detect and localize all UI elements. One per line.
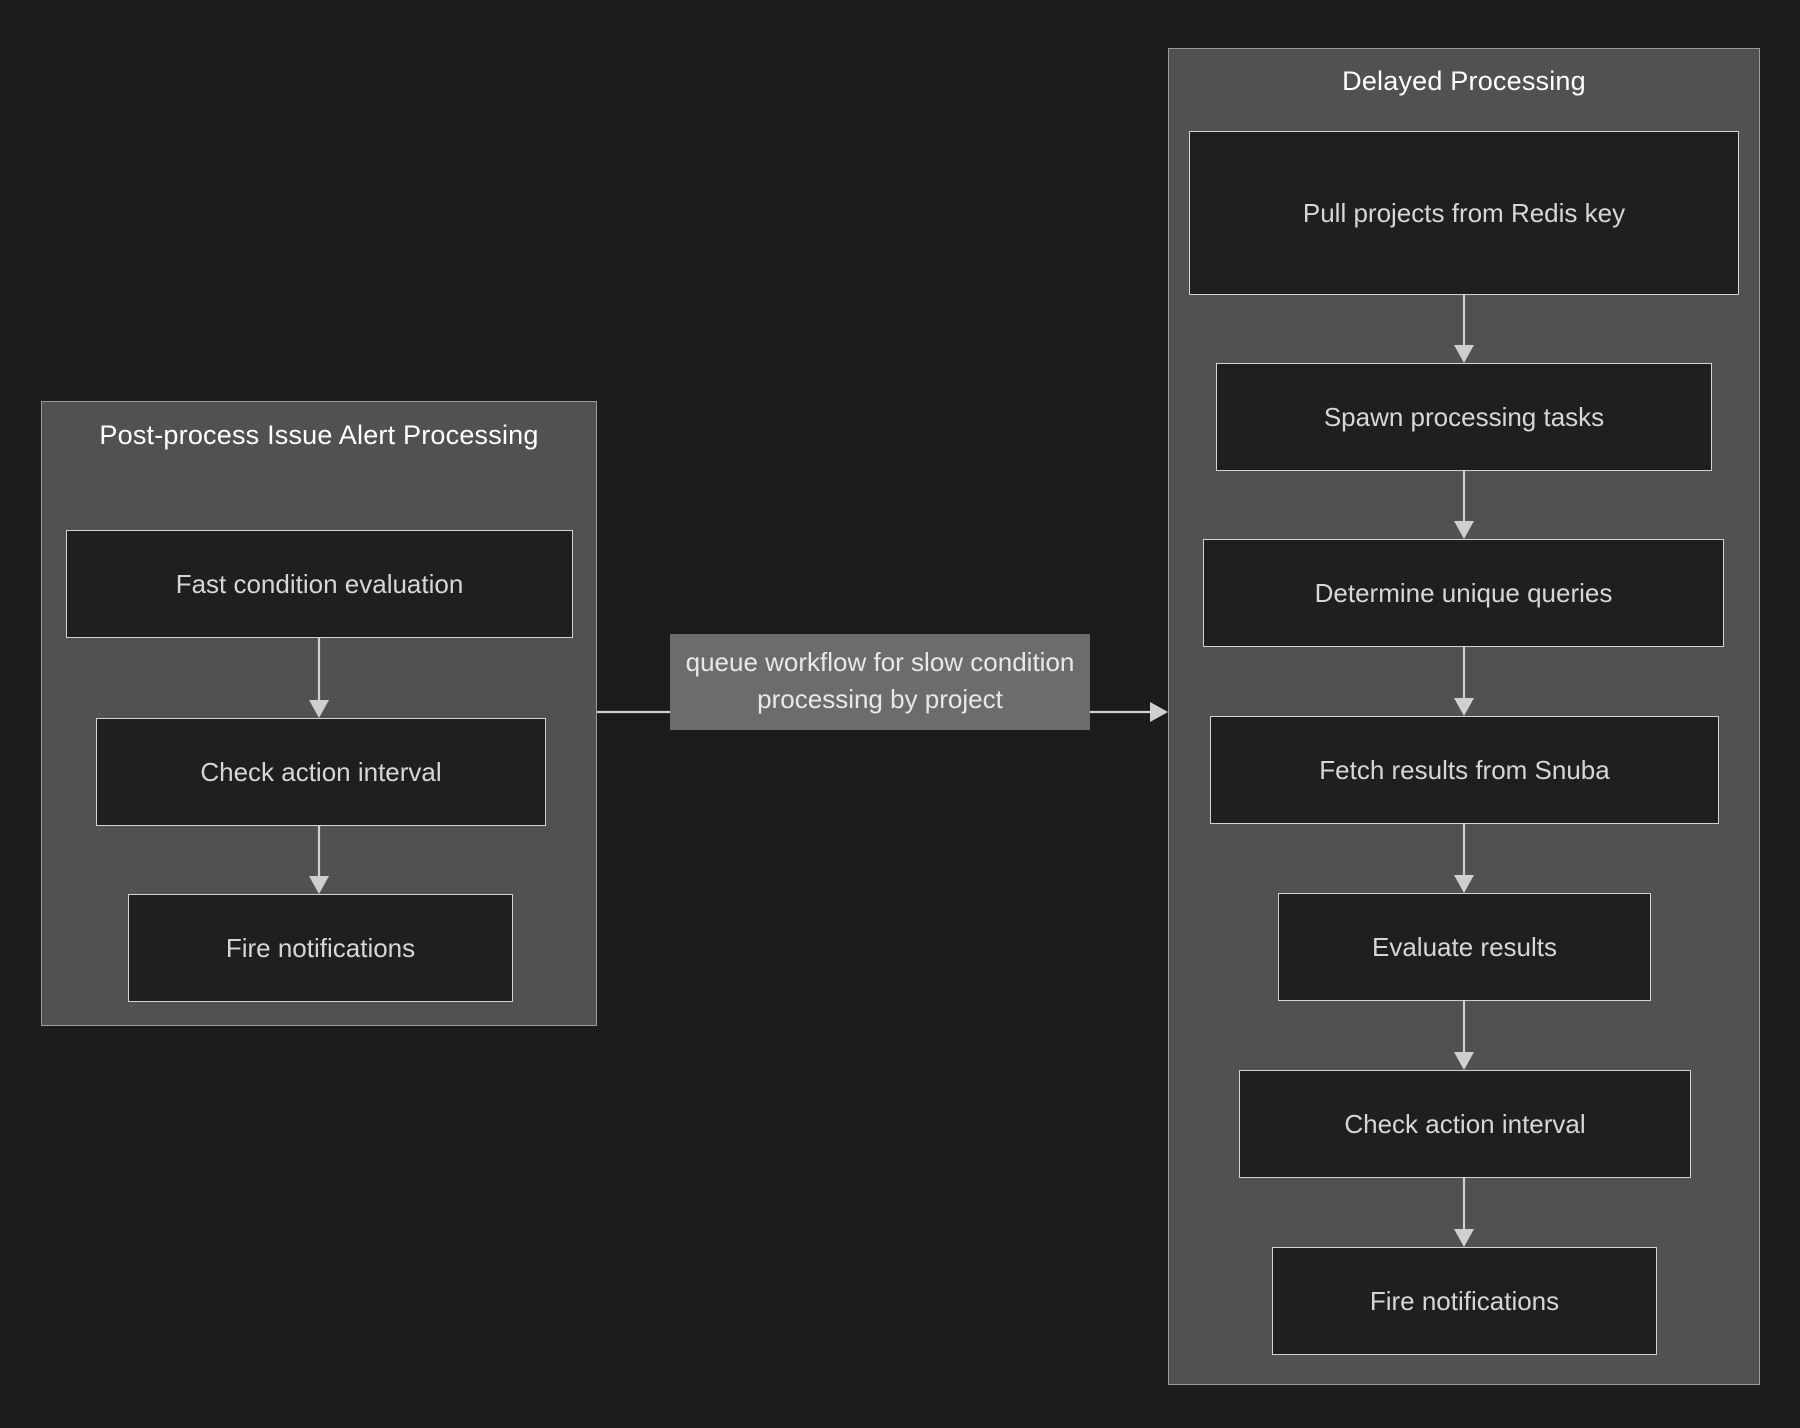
node-fire-notifications-1[interactable]: Fire notifications: [128, 894, 513, 1002]
node-check-action-interval-2[interactable]: Check action interval: [1239, 1070, 1691, 1178]
node-fast-condition-evaluation[interactable]: Fast condition evaluation: [66, 530, 573, 638]
node-fetch-results-from-snuba[interactable]: Fetch results from Snuba: [1210, 716, 1719, 824]
node-check-action-interval-1[interactable]: Check action interval: [96, 718, 546, 826]
node-spawn-processing-tasks[interactable]: Spawn processing tasks: [1216, 363, 1712, 471]
edge-label-queue-workflow: queue workflow for slow condition proces…: [670, 634, 1090, 731]
node-determine-unique-queries[interactable]: Determine unique queries: [1203, 539, 1724, 647]
node-evaluate-results[interactable]: Evaluate results: [1278, 893, 1651, 1001]
node-pull-projects-from-redis-key[interactable]: Pull projects from Redis key: [1189, 131, 1739, 295]
subgraph-delayed-processing-title: Delayed Processing: [1342, 66, 1586, 96]
node-fire-notifications-2[interactable]: Fire notifications: [1272, 1247, 1657, 1355]
subgraph-post-process-title: Post-process Issue Alert Processing: [99, 420, 539, 450]
